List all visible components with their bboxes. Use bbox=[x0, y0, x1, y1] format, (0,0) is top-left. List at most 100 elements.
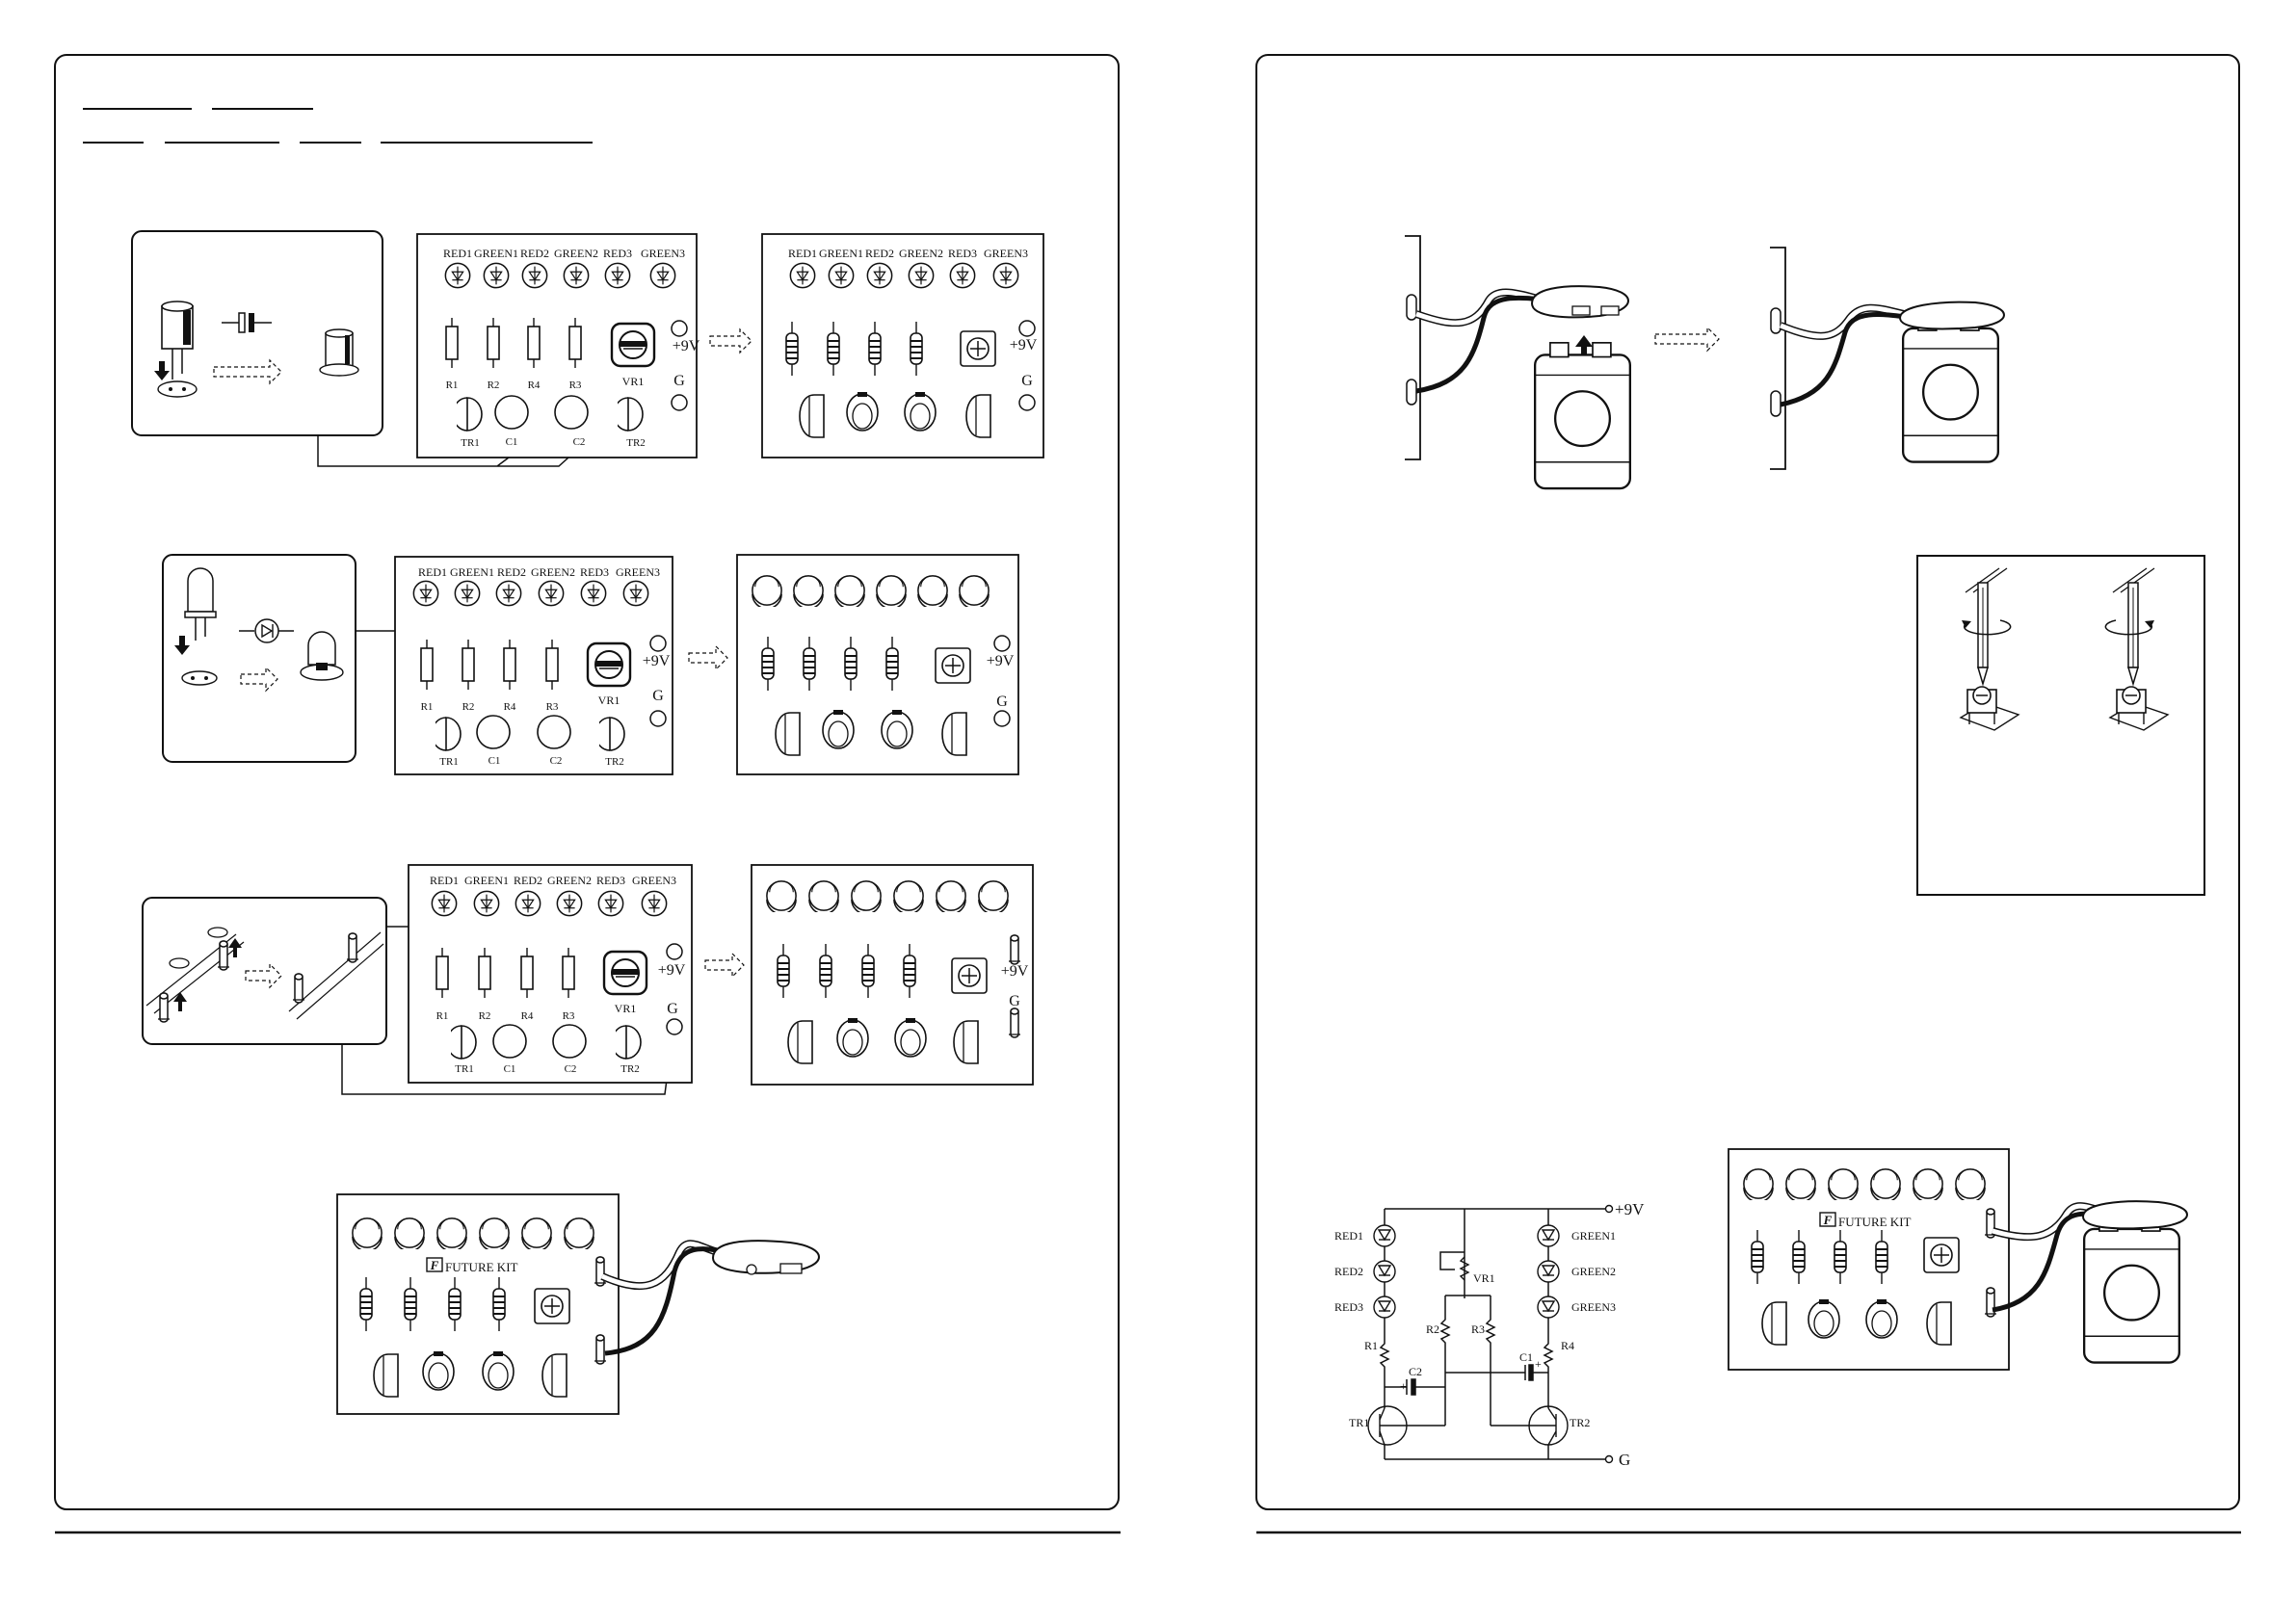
power-label: +9V bbox=[658, 962, 686, 979]
led-footprint-icon bbox=[789, 262, 816, 289]
led-dome-icon bbox=[564, 1217, 594, 1249]
led-footprint-icon bbox=[431, 890, 458, 917]
right-page-frame bbox=[1255, 54, 2240, 1510]
led-dome-icon bbox=[479, 1217, 510, 1249]
transistor-icon bbox=[787, 1020, 813, 1064]
trimmer-label: VR1 bbox=[598, 694, 620, 707]
resistor-label: R4 bbox=[504, 701, 516, 713]
step3-board-result: +9V G bbox=[751, 864, 1034, 1086]
schematic-led-icon bbox=[1373, 1224, 1560, 1319]
rotate-counterclockwise-icon bbox=[2104, 619, 2153, 636]
terminal-pin-icon bbox=[1008, 934, 1021, 965]
pad-icon bbox=[671, 320, 688, 337]
step1-board-result: RED1 GREEN1 RED2 GREEN2 RED3 GREEN3 +9V … bbox=[761, 233, 1044, 458]
board-led-label: GREEN2 bbox=[554, 247, 598, 260]
capacitor-footprint-icon bbox=[492, 1024, 527, 1059]
led-dome-icon bbox=[808, 880, 839, 912]
trimmer-footprint-icon bbox=[602, 950, 648, 996]
led-dome-icon bbox=[851, 880, 882, 912]
snap-connect-after bbox=[1770, 247, 1913, 470]
led-footprint-icon bbox=[828, 262, 855, 289]
board-led-label: GREEN3 bbox=[632, 874, 676, 887]
trimmer-label: VR1 bbox=[615, 1002, 637, 1015]
led-footprint-icon bbox=[538, 580, 565, 607]
board-led-label: RED2 bbox=[514, 874, 542, 887]
battery-snap-icon bbox=[600, 1240, 820, 1356]
transistor-label: TR2 bbox=[626, 437, 646, 449]
circuit-schematic: RED1 RED2 RED3 GREEN1 GREEN2 GREEN3 R1 R… bbox=[1334, 1200, 1645, 1469]
schematic-transistor-label: TR2 bbox=[1570, 1416, 1590, 1429]
led-footprint-icon bbox=[641, 890, 668, 917]
brand-logo-letter: F bbox=[430, 1258, 439, 1272]
resistor-label: R4 bbox=[528, 380, 541, 391]
capacitor-label: C2 bbox=[565, 1063, 577, 1075]
led-dome-icon bbox=[436, 1217, 467, 1249]
led-footprint-icon bbox=[649, 262, 676, 289]
led-footprint-icon bbox=[521, 262, 548, 289]
led-footprint-icon bbox=[949, 262, 976, 289]
brand-logo-letter: F bbox=[1823, 1213, 1833, 1227]
terminal-pin-icon bbox=[594, 1256, 607, 1287]
power-label: +9V bbox=[987, 653, 1015, 669]
trimmer-footprint-icon bbox=[610, 322, 656, 368]
schematic-resistor-label: R2 bbox=[1426, 1322, 1439, 1336]
schematic-led-label: GREEN1 bbox=[1571, 1229, 1616, 1243]
board-led-label: RED3 bbox=[580, 565, 609, 579]
transistor-label: TR2 bbox=[605, 756, 624, 768]
board-led-label: GREEN2 bbox=[531, 565, 575, 579]
schematic-led-label: RED1 bbox=[1334, 1229, 1363, 1243]
led-dome-icon bbox=[917, 575, 948, 607]
terminal-pin-icon bbox=[157, 992, 171, 1023]
led-footprint-icon bbox=[515, 890, 541, 917]
board-led-label: GREEN3 bbox=[641, 247, 685, 260]
led-dome-icon bbox=[1870, 1168, 1901, 1200]
step3-pin-inset bbox=[142, 897, 387, 1045]
trimmer-icon bbox=[935, 647, 971, 684]
schematic-polarity-label: + bbox=[1535, 1357, 1542, 1371]
next-step-arrow-icon bbox=[688, 644, 728, 671]
transistor-label: TR2 bbox=[620, 1063, 640, 1075]
resistor-label: R2 bbox=[488, 380, 500, 391]
schematic-capacitor-label: C2 bbox=[1409, 1365, 1422, 1378]
left-page-frame bbox=[54, 54, 1120, 1510]
trimmer-icon bbox=[960, 330, 996, 367]
resistor-label: R4 bbox=[521, 1010, 534, 1022]
board-led-label: GREEN2 bbox=[547, 874, 592, 887]
trimmer-footprint-icon bbox=[586, 641, 632, 688]
pad-icon bbox=[666, 1018, 683, 1035]
schematic-transistor-icon bbox=[1367, 1405, 1569, 1446]
led-footprint-icon bbox=[454, 580, 481, 607]
led-dome-icon bbox=[352, 1217, 383, 1249]
board-led-label: RED1 bbox=[418, 565, 447, 579]
led-footprint-icon bbox=[866, 262, 893, 289]
brand-name: FUTURE KIT bbox=[445, 1260, 518, 1274]
transistor-icon bbox=[953, 1020, 979, 1064]
board-led-label: GREEN1 bbox=[450, 565, 494, 579]
pad-icon bbox=[1018, 320, 1036, 337]
led-dome-icon bbox=[959, 575, 990, 607]
led-footprint-icon bbox=[412, 580, 439, 607]
capacitor-footprint-icon bbox=[552, 1024, 587, 1059]
schematic-supply-label: +9V bbox=[1615, 1200, 1645, 1218]
schematic-led-label: GREEN2 bbox=[1571, 1265, 1616, 1278]
capacitor-label: C1 bbox=[506, 436, 518, 448]
board-led-label: GREEN1 bbox=[474, 247, 518, 260]
transistor-icon bbox=[941, 712, 967, 756]
next-step-arrow-icon bbox=[1654, 326, 1720, 353]
led-dome-icon bbox=[936, 880, 966, 912]
transistor-icon bbox=[775, 712, 801, 756]
pad-icon bbox=[649, 710, 667, 727]
led-dome-icon bbox=[752, 575, 782, 607]
board-led-label: RED3 bbox=[948, 247, 977, 260]
board-led-label: RED1 bbox=[430, 874, 459, 887]
board-led-label: GREEN2 bbox=[899, 247, 943, 260]
ground-label: G bbox=[996, 694, 1008, 710]
led-dome-icon bbox=[1743, 1168, 1774, 1200]
schematic-resistor-label: R3 bbox=[1471, 1322, 1485, 1336]
finished-board: F FUTURE KIT bbox=[1728, 1148, 2010, 1371]
led-dome-icon bbox=[978, 880, 1009, 912]
transistor-label: TR1 bbox=[439, 756, 459, 768]
trimmer-potentiometer-icon bbox=[1959, 686, 2020, 731]
step1-board-layout: RED1 GREEN1 RED2 GREEN2 RED3 GREEN3 R1 R… bbox=[416, 233, 700, 458]
board-led-label: RED3 bbox=[603, 247, 632, 260]
